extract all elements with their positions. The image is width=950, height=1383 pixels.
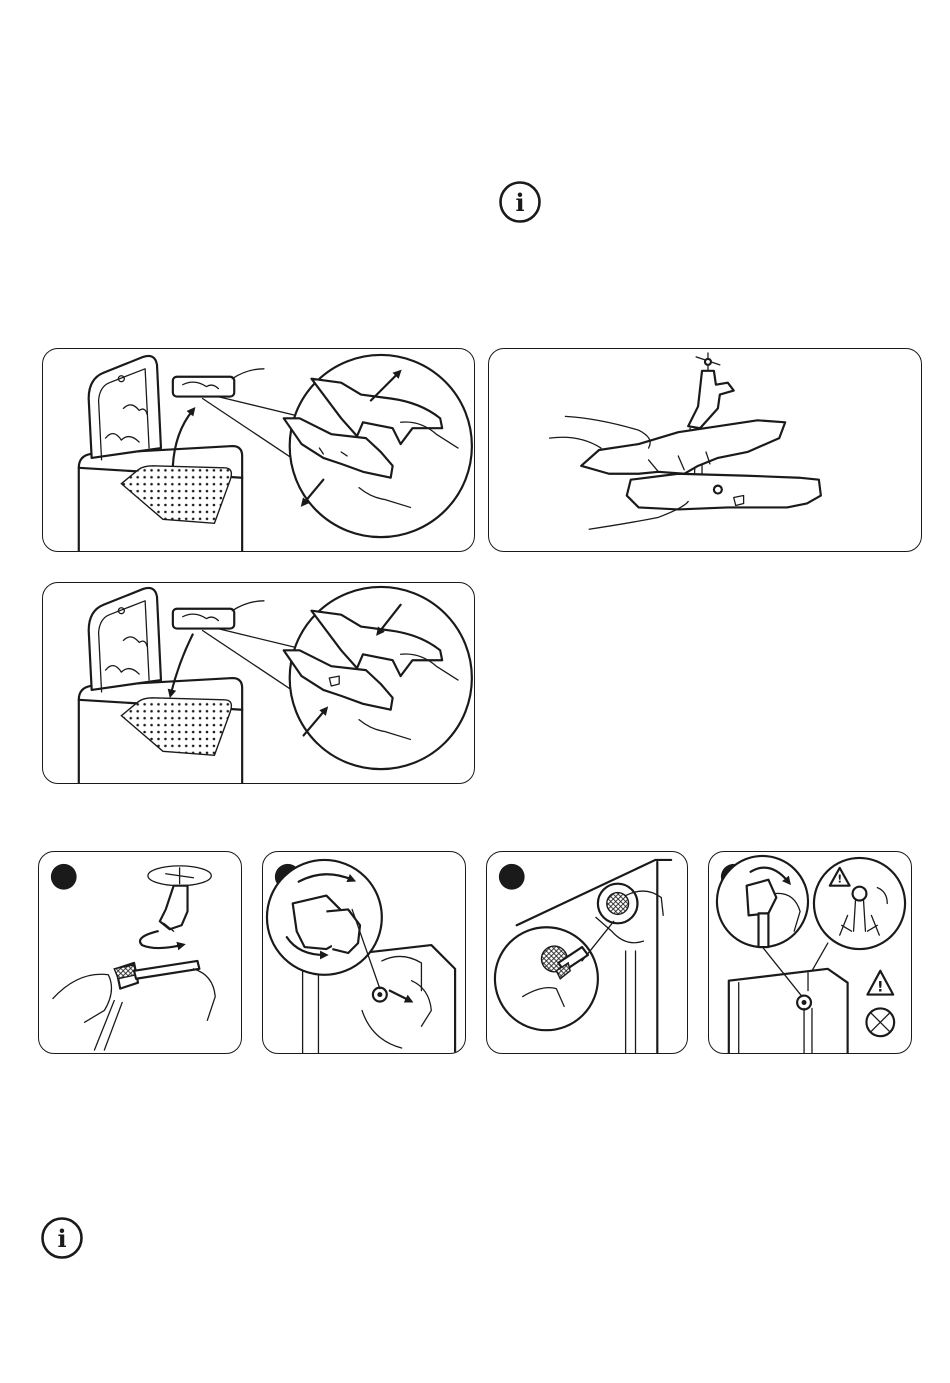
step-1-panel: [38, 851, 242, 1054]
dispenser-rinse-under-tap-illustration: [489, 349, 921, 551]
info-glyph: i: [57, 1224, 66, 1253]
info-icon-bottom: i: [40, 1216, 84, 1260]
step-3-panel: [486, 851, 688, 1054]
dispenser-removal-illustration: [43, 349, 474, 551]
hose-unscrew-illustration: [263, 852, 465, 1053]
dispenser-refit-illustration: [43, 583, 474, 783]
step-2-panel: [262, 851, 466, 1054]
inlet-filter-clean-illustration: [487, 852, 687, 1053]
info-glyph: i: [515, 188, 524, 217]
step-3-marker: [499, 864, 525, 890]
figure-dispenser-rinse: [488, 348, 922, 552]
step-1-marker: [51, 864, 77, 890]
svg-text:!: !: [837, 873, 842, 886]
figure-dispenser-refit: [42, 582, 475, 784]
step-4-panel: ! !: [708, 851, 912, 1054]
figure-dispenser-removal: [42, 348, 475, 552]
svg-text:!: !: [877, 980, 883, 996]
tap-filter-clean-illustration: [39, 852, 241, 1053]
info-icon-top: i: [498, 180, 542, 224]
hose-reattach-warning-illustration: ! !: [709, 852, 911, 1053]
